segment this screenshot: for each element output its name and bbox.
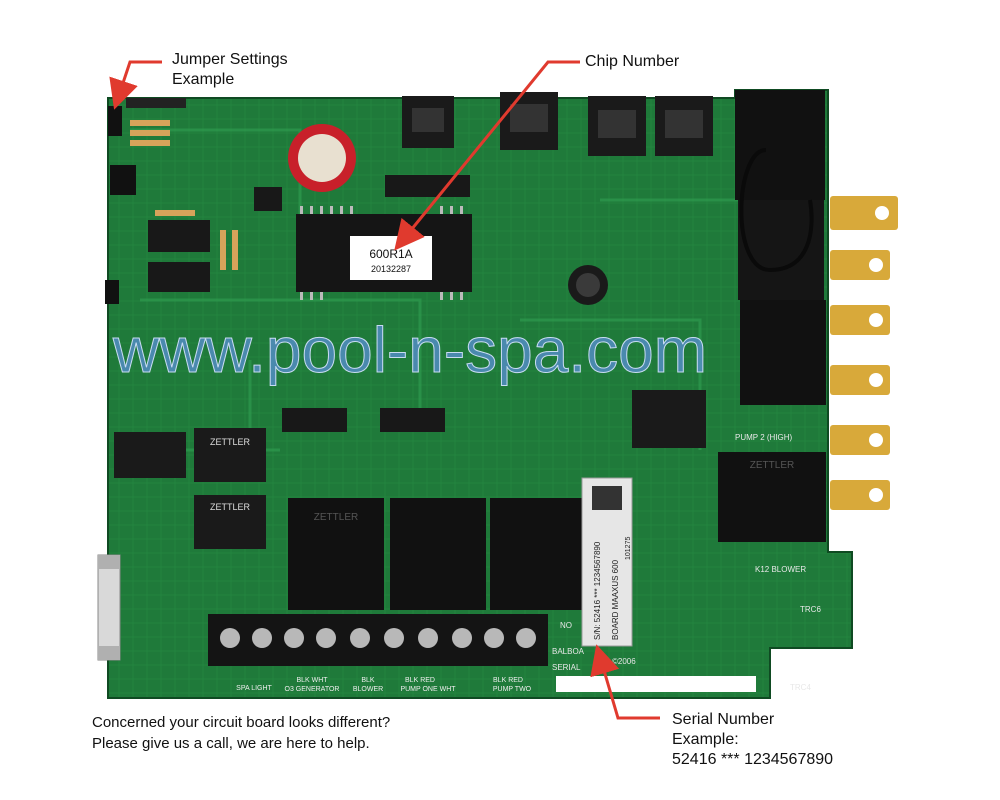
sticker-barcode-num: 101275 (625, 537, 632, 560)
terminal-label-pump1-colors: BLK RED (405, 677, 435, 684)
big-relays: ZETTLER ZETTLER (288, 90, 826, 610)
jumper-headers (105, 98, 186, 304)
board-serial: SERIAL (552, 663, 581, 672)
terminal-label-pump2: PUMP TWO (493, 686, 532, 693)
spade-terminals (830, 196, 898, 510)
board-year: ©2006 (612, 657, 636, 666)
rj-jacks (402, 92, 713, 156)
relay-brand-3: ZETTLER (314, 512, 358, 523)
relay-brand-4: ZETTLER (750, 460, 794, 471)
callout-serial-line3: 52416 *** 1234567890 (672, 751, 834, 768)
help-message: Concerned your circuit board looks diffe… (92, 712, 390, 754)
relay-brand-1: ZETTLER (210, 437, 251, 447)
board-trc4: TRC4 (790, 683, 811, 692)
capacitor (288, 124, 608, 305)
board-k12: K12 BLOWER (755, 565, 806, 574)
fuse (97, 554, 121, 661)
arrow-jumper (109, 60, 162, 110)
terminal-label-o3-colors: BLK WHT (296, 677, 328, 684)
terminal-label-blower-color: BLK (361, 677, 375, 684)
callout-serial-line1: Serial Number (672, 711, 775, 728)
small-relays: ZETTLER ZETTLER (114, 390, 706, 549)
callout-jumper-line2: Example (172, 71, 235, 88)
callout-arrows (109, 60, 660, 720)
serial-strip (556, 676, 756, 692)
callout-jumper: Jumper Settings Example (172, 50, 288, 90)
board-no: NO (560, 621, 572, 630)
chip-label-line2: 20132287 (371, 264, 411, 274)
callout-chip-text: Chip Number (585, 53, 680, 70)
main-chip: 600R1A 20132287 (296, 206, 472, 300)
terminal-label-spa-light: SPA LIGHT (236, 685, 272, 692)
board-trc6: TRC6 (800, 605, 821, 614)
help-line2: Please give us a call, we are here to he… (92, 735, 370, 752)
chip-label-line1: 600R1A (369, 247, 412, 261)
resistors (130, 120, 238, 270)
sticker-board: BOARD MAAXUS 600 (611, 559, 620, 640)
callout-chip: Chip Number (585, 52, 679, 72)
board-print: BALBOA SERIAL ©2006 K12 BLOWER PUMP 2 (H… (552, 433, 821, 692)
arrow-serial (590, 644, 660, 720)
callout-serial-line2: Example: (672, 731, 739, 748)
relay-brand-2: ZETTLER (210, 502, 251, 512)
board-pump2: PUMP 2 (HIGH) (735, 433, 793, 442)
terminal-block: SPA LIGHT BLK WHT O3 GENERATOR BLK BLOWE… (208, 614, 548, 693)
terminal-label-pump1: PUMP ONE WHT (400, 686, 456, 693)
terminal-label-pump2-colors: BLK RED (493, 677, 523, 684)
jumper-wire (739, 148, 814, 273)
help-line1: Concerned your circuit board looks diffe… (92, 714, 391, 731)
callout-serial: Serial Number Example: 52416 *** 1234567… (672, 710, 833, 770)
sticker-sn: S/N: 52416 *** 1234567890 (593, 541, 602, 640)
terminal-label-o3: O3 GENERATOR (285, 686, 340, 693)
ic-chips (148, 175, 470, 432)
arrow-chip (394, 60, 580, 251)
callout-jumper-line1: Jumper Settings (172, 51, 288, 68)
board-balboa: BALBOA (552, 647, 585, 656)
serial-sticker: S/N: 52416 *** 1234567890 BOARD MAAXUS 6… (581, 477, 633, 647)
terminal-label-blower: BLOWER (353, 686, 383, 693)
watermark-text: www.pool-n-spa.com (112, 314, 707, 386)
